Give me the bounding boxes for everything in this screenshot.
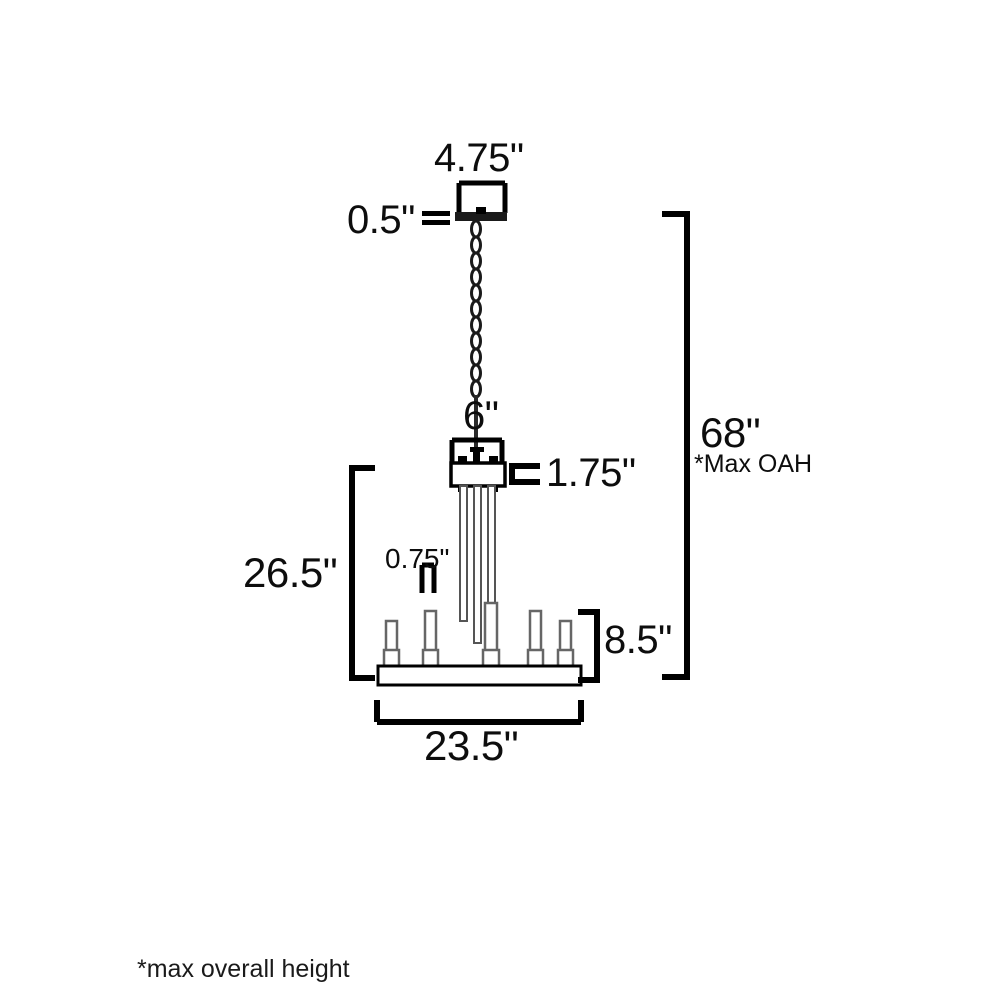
max-oah-note: *Max OAH [694, 450, 813, 478]
body-width-label: 6" [463, 394, 499, 438]
fixture-height-bracket [349, 465, 375, 681]
max-oah-bracket [662, 211, 690, 680]
candle-width-label: 0.75" [385, 543, 450, 574]
base-plate [376, 664, 583, 687]
candle-height-bracket [578, 609, 600, 683]
canopy-width-bracket [456, 180, 508, 213]
hanging-chain [470, 219, 482, 399]
center-stems [459, 485, 496, 644]
candle-width-tick [419, 562, 437, 593]
canopy-height-leader [422, 211, 450, 225]
plate-height-label: 1.75" [546, 451, 636, 495]
fixture-height-label: 26.5" [243, 549, 338, 596]
candle-height-label: 8.5" [604, 618, 672, 662]
footnote-text: *max overall height [137, 955, 350, 983]
overall-width-label: 23.5" [424, 722, 519, 769]
canopy-height-label: 0.5" [347, 198, 415, 242]
canopy-width-label: 4.75" [434, 136, 524, 180]
body-width-bracket [449, 437, 505, 462]
plate-height-leader [509, 463, 540, 485]
canopy-plate [455, 207, 507, 221]
chain-drop-rod [474, 395, 478, 455]
max-oah-label: 68" [700, 409, 761, 456]
overall-width-bracket [374, 700, 584, 725]
